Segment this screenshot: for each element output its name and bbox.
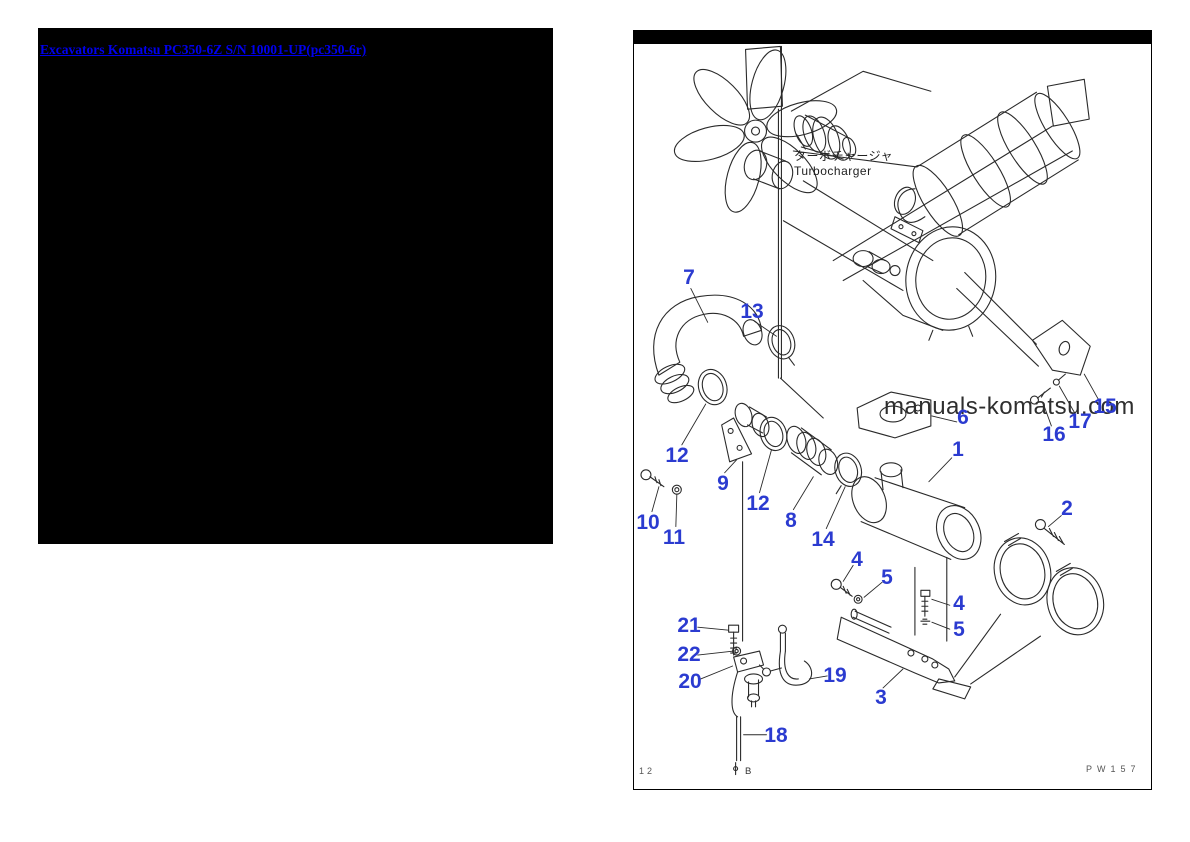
callout-number: 18: [764, 724, 788, 747]
page-number: 12: [639, 766, 656, 776]
callout-number: 19: [823, 664, 847, 687]
fan-icon: [673, 49, 838, 213]
callout-number: 17: [1068, 410, 1092, 433]
callout-number: 4: [953, 592, 965, 615]
watermark-text: manuals-komatsu.com: [884, 393, 1135, 420]
callout-number: 12: [665, 444, 689, 467]
callout-number: 10: [636, 511, 660, 534]
callout-number: 5: [881, 566, 893, 589]
callout-number: 16: [1042, 423, 1066, 446]
callout-number: 21: [677, 614, 701, 637]
preview-image-placeholder: Excavators Komatsu PC350-6Z S/N 10001-UP…: [38, 28, 553, 544]
callout-number: 11: [662, 526, 686, 549]
callout-number: 12: [746, 492, 770, 515]
callout-number: 9: [717, 472, 729, 495]
callout-number: 4: [851, 548, 863, 571]
parts-diagram-art: [640, 45, 1105, 776]
callout-number: 7: [683, 266, 695, 289]
parts-catalog-link[interactable]: Excavators Komatsu PC350-6Z S/N 10001-UP…: [40, 42, 367, 57]
callout-number: 3: [875, 686, 887, 709]
turbocharger-label: ターボチャージャ Turbocharger: [794, 149, 893, 179]
callout-number: 1: [952, 438, 964, 461]
parts-diagram-panel: ターボチャージャ Turbocharger manuals-komatsu.co…: [633, 30, 1152, 790]
turbocharger-label-en: Turbocharger: [794, 164, 872, 178]
callout-number: 2: [1061, 497, 1073, 520]
drawing-code: PW157: [1086, 764, 1141, 774]
callout-number: 6: [957, 406, 969, 429]
callout-number: 20: [678, 670, 702, 693]
callout-number: 8: [785, 509, 797, 532]
callout-number: 15: [1093, 395, 1117, 418]
flow-marker-label: B: [745, 766, 752, 777]
diagram-top-bar: [634, 31, 1151, 44]
callout-number: 13: [740, 300, 764, 323]
callout-number: 22: [677, 643, 701, 666]
callout-number: 14: [811, 528, 835, 551]
callout-number: 5: [953, 618, 965, 641]
turbocharger-label-jp: ターボチャージャ: [794, 149, 894, 163]
